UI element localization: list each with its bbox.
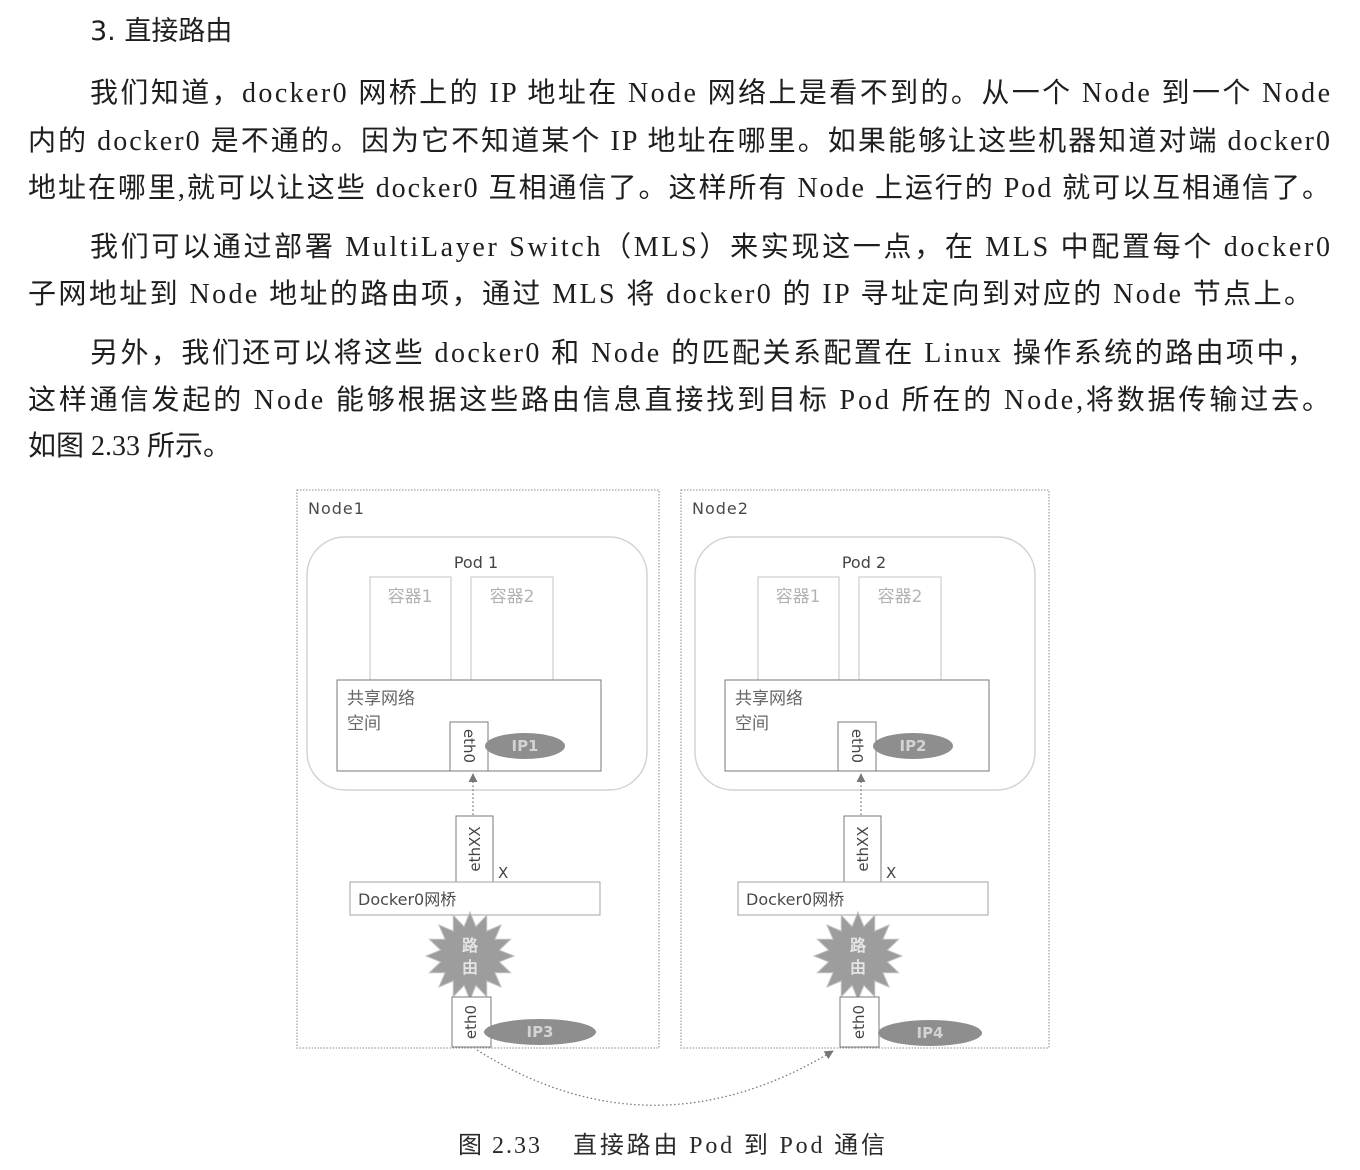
paragraph-line: 我们可以通过部署 MultiLayer Switch（MLS）来实现这一点，在 … [90,231,1330,263]
paragraph-line: 这样通信发起的 Node 能够根据这些路由信息直接找到目标 Pod 所在的 No… [28,384,1330,416]
pod-ip-label: IP1 [511,737,538,755]
host-eth-box [839,996,880,1048]
host-ip-badge [484,1019,596,1045]
node-label: Node1 [308,499,365,518]
paragraph-line: 子网地址到 Node 地址的路由项，通过 MLS 将 docker0 的 IP … [28,278,1312,310]
figure-caption-title: 直接路由 Pod 到 Pod 通信 [573,1132,885,1159]
node-box [680,489,1050,1049]
container-label: 容器2 [490,587,535,607]
host-eth-box [451,996,492,1048]
paragraph-1: 我们知道，docker0 网桥上的 IP 地址在 Node 网络上是看不到的。从… [28,77,1330,204]
paragraph-3: 另外，我们还可以将这些 docker0 和 Node 的匹配关系配置在 Linu… [28,337,1330,462]
veth-box [455,815,494,883]
node-2-contents: Pod 2 容器1 容器2 共享网络 空间 eth0 IP2 ethXX X D… [694,536,1036,1048]
pod-ip-badge [873,733,953,759]
host-ip-label: IP4 [916,1024,943,1042]
veth-mark: X [886,864,896,882]
veth-label: ethXX [854,826,872,871]
shared-network-label: 空间 [735,714,769,734]
host-ip-badge [878,1020,982,1046]
node-box [296,489,660,1049]
node-to-node-route-link [476,1049,834,1106]
shared-network-label: 共享网络 [735,689,803,709]
router-label: 由 [462,958,478,977]
paragraph-line: 内的 docker0 是不通的。因为它不知道某个 IP 地址在哪里。如果能够让这… [28,125,1330,157]
node-label: Node2 [692,499,749,518]
section-heading: 3. 直接路由 [90,16,232,47]
bridge-box [349,881,601,916]
router-starburst-icon [424,910,516,1002]
container-label: 容器1 [776,587,821,607]
router-label: 由 [850,958,866,977]
router-label: 路 [850,936,867,955]
paragraph-2: 我们可以通过部署 MultiLayer Switch（MLS）来实现这一点，在 … [28,231,1330,310]
figure-caption-number: 图 2.33 [458,1133,540,1159]
pod-eth-label: eth0 [848,729,866,763]
veth-box [843,815,882,883]
container-box [369,576,452,681]
shared-network-label: 空间 [347,714,381,734]
shared-network-label: 共享网络 [347,689,415,709]
pod-ip-label: IP2 [899,737,926,755]
router-starburst-icon [812,910,904,1002]
paragraph-line: 我们知道，docker0 网桥上的 IP 地址在 Node 网络上是看不到的。从… [90,77,1330,109]
pod-eth-box [837,721,877,772]
pod-label: Pod 1 [454,553,498,572]
host-ip-label: IP3 [526,1023,553,1041]
container-box [757,576,840,681]
bridge-label: Docker0网桥 [746,890,844,909]
bridge-label: Docker0网桥 [358,890,456,909]
veth-label: ethXX [466,826,484,871]
container-label: 容器2 [878,587,923,607]
router-label: 路 [462,936,479,955]
bridge-box [737,881,989,916]
veth-mark: X [498,864,508,882]
paragraph-line: 地址在哪里,就可以让这些 docker0 互相通信了。这样所有 Node 上运行… [28,172,1330,204]
paragraph-line: 另外，我们还可以将这些 docker0 和 Node 的匹配关系配置在 Linu… [90,337,1315,369]
pod-ip-badge [485,733,565,759]
host-eth-label: eth0 [850,1005,868,1039]
figure-direct-routing: Node1 Node2 Pod 1 容器1 容器2 共享网络 空间 eth0 I… [296,489,1050,1159]
pod-label: Pod 2 [842,553,886,572]
pod-eth-label: eth0 [460,729,478,763]
host-eth-label: eth0 [462,1005,480,1039]
paragraph-line: 如图 2.33 所示。 [28,430,231,462]
node-1-contents: Pod 1 容器1 容器2 共享网络 空间 eth0 IP1 ethXX X D… [306,536,648,1048]
container-label: 容器1 [388,587,433,607]
